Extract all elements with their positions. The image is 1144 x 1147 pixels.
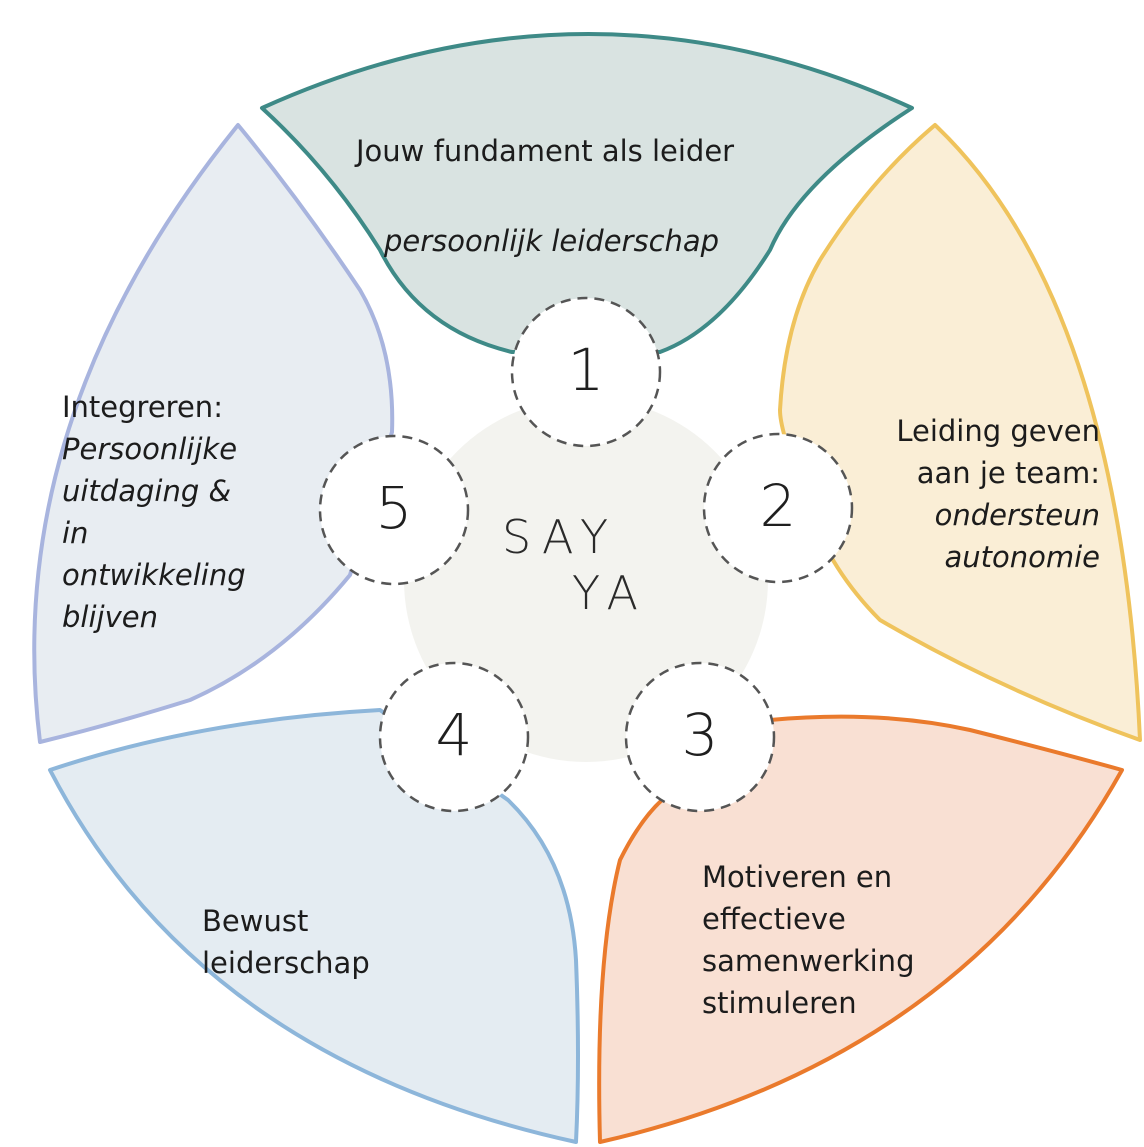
segment-2-title-line-2: aan je team:: [916, 456, 1100, 491]
segment-4-line-2: leiderschap: [202, 946, 370, 981]
logo-line-2: YA: [572, 566, 648, 620]
number-3: 3: [681, 701, 719, 769]
number-1: 1: [567, 336, 605, 404]
segment-3-line-1: Motiveren en: [702, 860, 893, 894]
segment-5-subtitle-line-1: Persoonlijke: [62, 432, 238, 467]
segment-4-shape: [48, 708, 580, 1144]
segment-5-text: Integreren: Persoonlijke uitdaging & in …: [62, 386, 246, 638]
segment-4-line-1: Bewust: [202, 904, 309, 938]
segment-5-subtitle-line-5: blijven: [62, 600, 158, 635]
number-4: 4: [435, 701, 473, 769]
segment-1-subtitle: persoonlijk leiderschap: [384, 224, 720, 258]
segment-3-line-4: stimuleren: [702, 986, 857, 1021]
segment-5-subtitle-line-3: in: [62, 516, 89, 551]
logo-line-1: SAY: [502, 510, 619, 564]
number-5: 5: [375, 474, 413, 542]
segment-3-line-2: effectieve: [702, 902, 846, 937]
segment-2-subtitle-line-2: autonomie: [944, 540, 1100, 575]
segment-5-subtitle-line-4: ontwikkeling: [62, 558, 246, 593]
segment-3-line-3: samenwerking: [702, 944, 915, 979]
number-circle-3: [624, 661, 776, 813]
segment-2-shape: [778, 123, 1142, 742]
segment-5-subtitle-line-2: uitdaging &: [62, 474, 232, 509]
segment-4-text: Bewust leiderschap: [202, 900, 370, 984]
number-circle-2: [702, 432, 854, 584]
number-2: 2: [759, 472, 797, 540]
segment-2-subtitle-line-1: ondersteun: [934, 498, 1100, 533]
segment-5-title: Integreren:: [62, 390, 223, 424]
number-circle-4: [378, 661, 530, 813]
segment-2-text: Leiding geven aan je team: ondersteun au…: [896, 410, 1100, 578]
segment-3-text: Motiveren en effectieve samenwerking sti…: [702, 856, 914, 1024]
number-circle-1: [510, 296, 662, 448]
segment-1-shape: [260, 32, 914, 354]
segment-3-shape: [597, 714, 1124, 1144]
number-circle-5: [318, 434, 470, 586]
segment-1-title: Jouw fundament als leider: [356, 134, 735, 168]
segment-2-title-line-1: Leiding geven: [896, 414, 1100, 448]
segment-5-shape: [32, 123, 395, 744]
